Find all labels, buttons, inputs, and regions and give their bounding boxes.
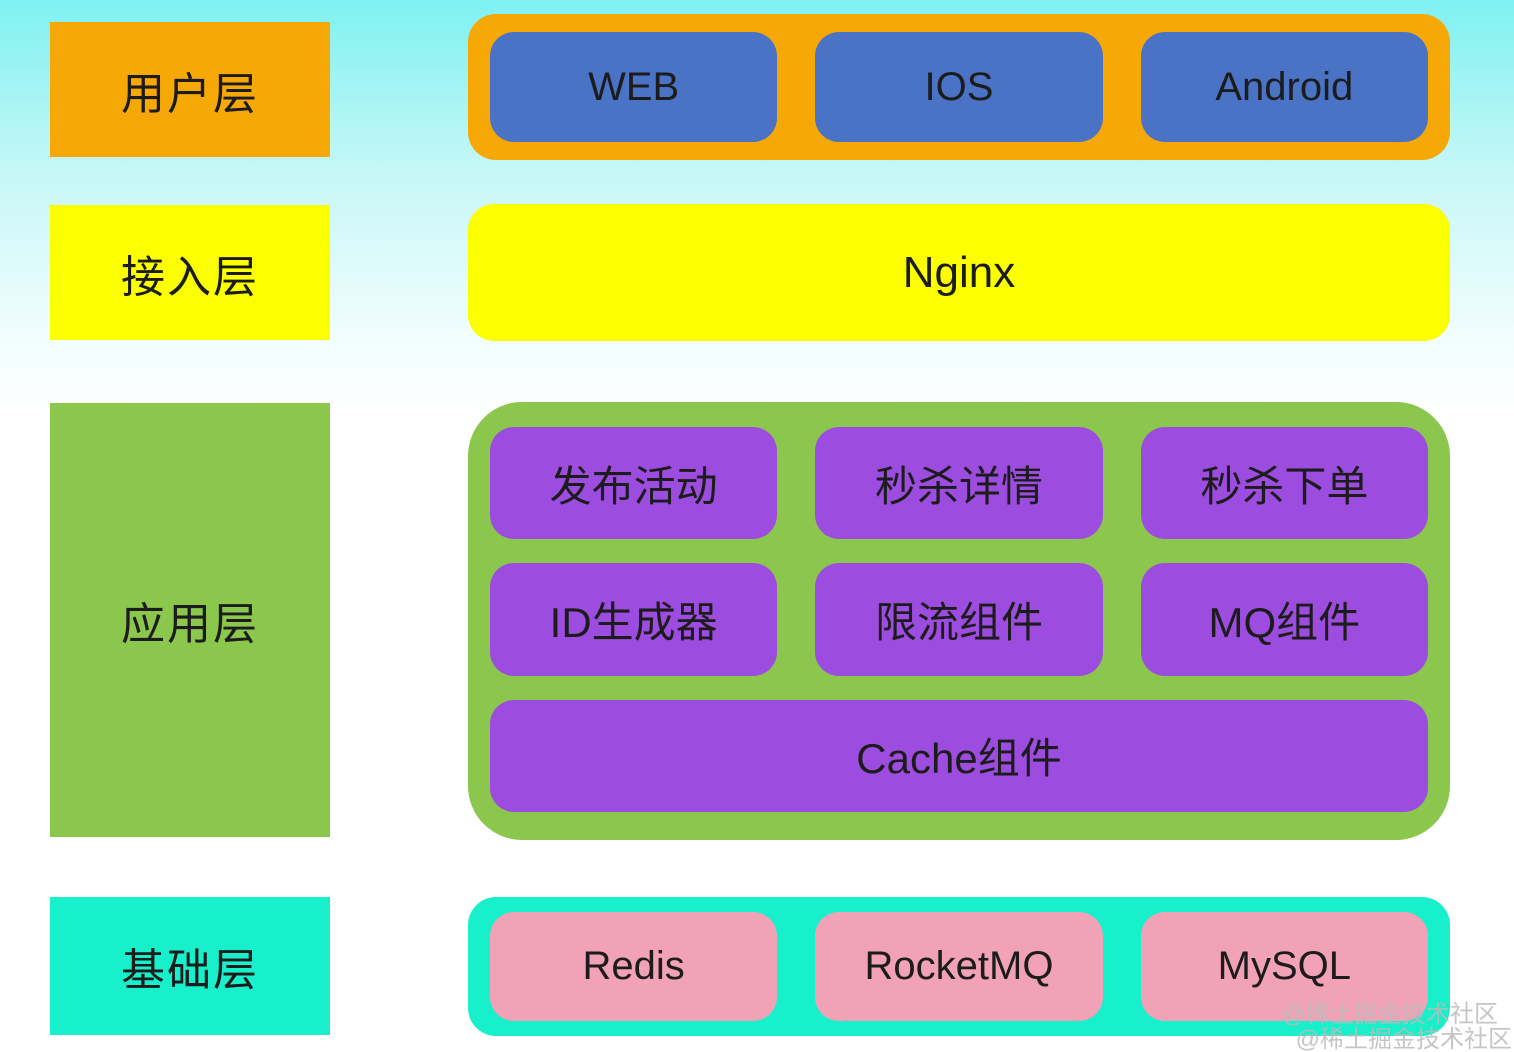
app-box-publish-activity: 发布活动 <box>490 427 778 540</box>
user-layer-container: WEB IOS Android <box>468 14 1450 160</box>
watermark: @稀土掘金技术社区 @稀土掘金技术社区 <box>1282 1002 1512 1052</box>
app-box-cache-component: Cache组件 <box>490 699 1428 812</box>
access-layer-label: 接入层 <box>50 205 330 340</box>
infra-box-mysql: MySQL <box>1140 912 1428 1021</box>
base-layer-container: Redis RocketMQ MySQL <box>468 897 1450 1036</box>
app-layer-label: 应用层 <box>50 403 330 837</box>
client-box-ios: IOS <box>815 32 1103 142</box>
app-box-id-generator: ID生成器 <box>490 563 778 676</box>
client-box-android: Android <box>1140 32 1428 142</box>
app-box-seckill-detail: 秒杀详情 <box>815 427 1103 540</box>
watermark-line: @稀土掘金技术社区 <box>1295 1026 1512 1052</box>
app-box-seckill-order: 秒杀下单 <box>1140 427 1428 540</box>
base-layer-label: 基础层 <box>50 897 330 1035</box>
infra-box-redis: Redis <box>490 912 778 1021</box>
infra-box-rocketmq: RocketMQ <box>815 912 1103 1021</box>
user-layer-label: 用户层 <box>50 22 330 157</box>
app-box-mq-component: MQ组件 <box>1140 563 1428 676</box>
app-layer-container: 发布活动 秒杀详情 秒杀下单 ID生成器 限流组件 MQ组件 Cache组件 <box>468 402 1450 840</box>
watermark-line: @稀土掘金技术社区 <box>1281 1001 1498 1028</box>
app-row-1: 发布活动 秒杀详情 秒杀下单 <box>490 427 1428 540</box>
app-row-2: ID生成器 限流组件 MQ组件 <box>490 563 1428 676</box>
app-row-3: Cache组件 <box>490 699 1428 812</box>
app-box-rate-limiter: 限流组件 <box>815 563 1103 676</box>
client-box-web: WEB <box>490 32 778 142</box>
nginx-box: Nginx <box>468 204 1450 341</box>
